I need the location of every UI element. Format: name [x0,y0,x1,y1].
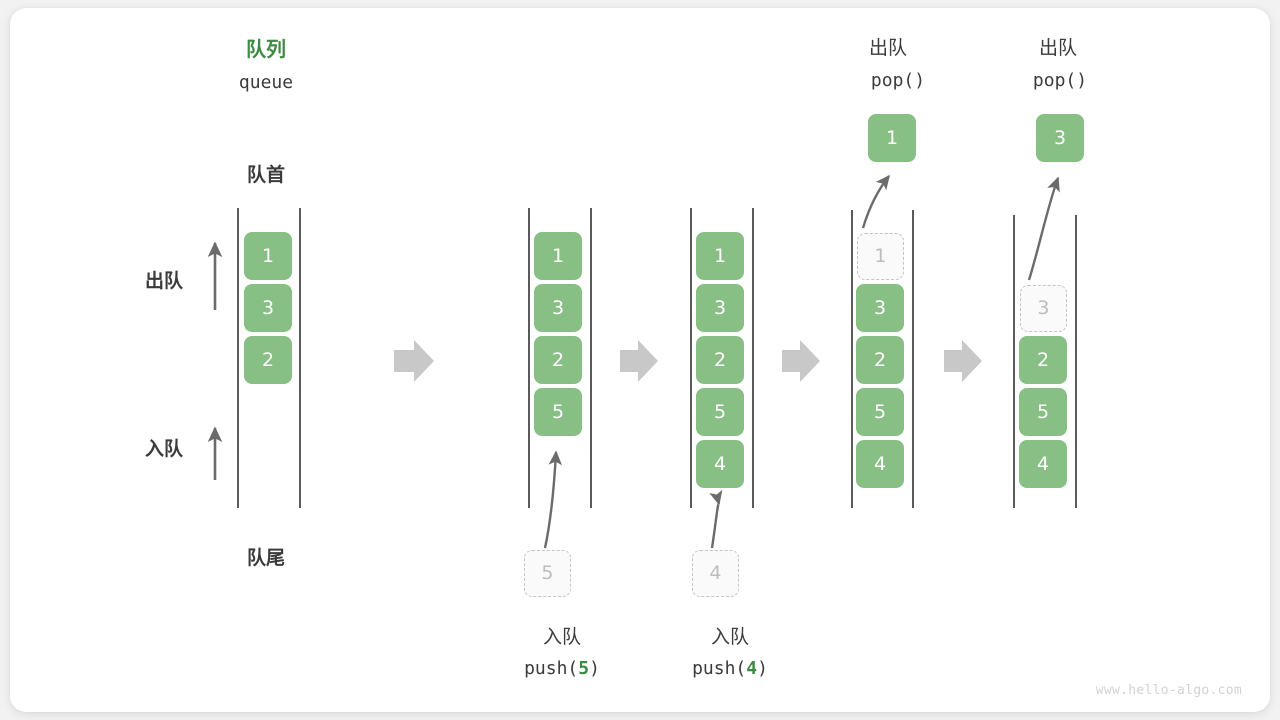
queue-cell: 5 [534,388,582,436]
queue-cell: 3 [856,284,904,332]
rail-right-col3 [752,208,754,508]
queue-cell-ghost: 1 [857,233,904,280]
queue-cell: 5 [1019,388,1067,436]
rail-right-col2 [590,208,592,508]
rail-right-col5 [1075,215,1077,508]
rail-left-col1 [237,208,239,508]
queue-cell: 2 [856,336,904,384]
queue-cell: 3 [696,284,744,332]
enqueue-side-label: 入队 [145,438,184,460]
diagram-card [10,8,1270,712]
caption-cjk-col3: 入队 [710,626,750,648]
queue-cell: 2 [1019,336,1067,384]
queue-cell: 2 [696,336,744,384]
front-label: 队首 [246,164,286,186]
queue-cell: 1 [244,232,292,280]
rail-left-col3 [690,208,692,508]
rail-left-col2 [528,208,530,508]
queue-cell: 5 [856,388,904,436]
rail-right-col1 [299,208,301,508]
popped-element: 1 [868,114,916,162]
rail-left-col5 [1013,215,1015,508]
rail-right-col4 [912,210,914,508]
caption-code-prefix: push( [692,658,747,679]
queue-cell: 2 [534,336,582,384]
caption-code-suffix: ) [757,658,768,679]
queue-cell: 3 [244,284,292,332]
queue-cell: 5 [696,388,744,436]
header-code-col4: pop() [870,70,926,91]
queue-cell: 1 [696,232,744,280]
popped-element: 3 [1036,114,1084,162]
queue-cell: 2 [244,336,292,384]
caption-code-prefix: push( [524,658,579,679]
header-cjk-col5: 出队 [1038,37,1078,59]
caption-code-suffix: ) [589,658,600,679]
queue-cell: 4 [1019,440,1067,488]
queue-cell-ghost: 3 [1020,285,1067,332]
rail-left-col4 [851,210,853,508]
caption-code-col2: push(5) [524,658,600,679]
caption-cjk-col2: 入队 [542,626,582,648]
queue-cell: 3 [534,284,582,332]
rear-label: 队尾 [246,547,286,569]
queue-cell: 4 [856,440,904,488]
header-code-col5: pop() [1032,70,1088,91]
incoming-element: 4 [692,550,739,597]
watermark: www.hello-algo.com [1095,683,1242,698]
incoming-element: 5 [524,550,571,597]
caption-code-arg: 5 [578,658,590,679]
header-cjk-col4: 出队 [868,37,908,59]
caption-code-col3: push(4) [692,658,768,679]
queue-cell: 1 [534,232,582,280]
dequeue-side-label: 出队 [145,270,184,292]
caption-code-arg: 4 [746,658,758,679]
diagram-title-en: queue [238,72,294,93]
queue-cell: 4 [696,440,744,488]
diagram-title-cjk: 队列 [246,37,286,61]
